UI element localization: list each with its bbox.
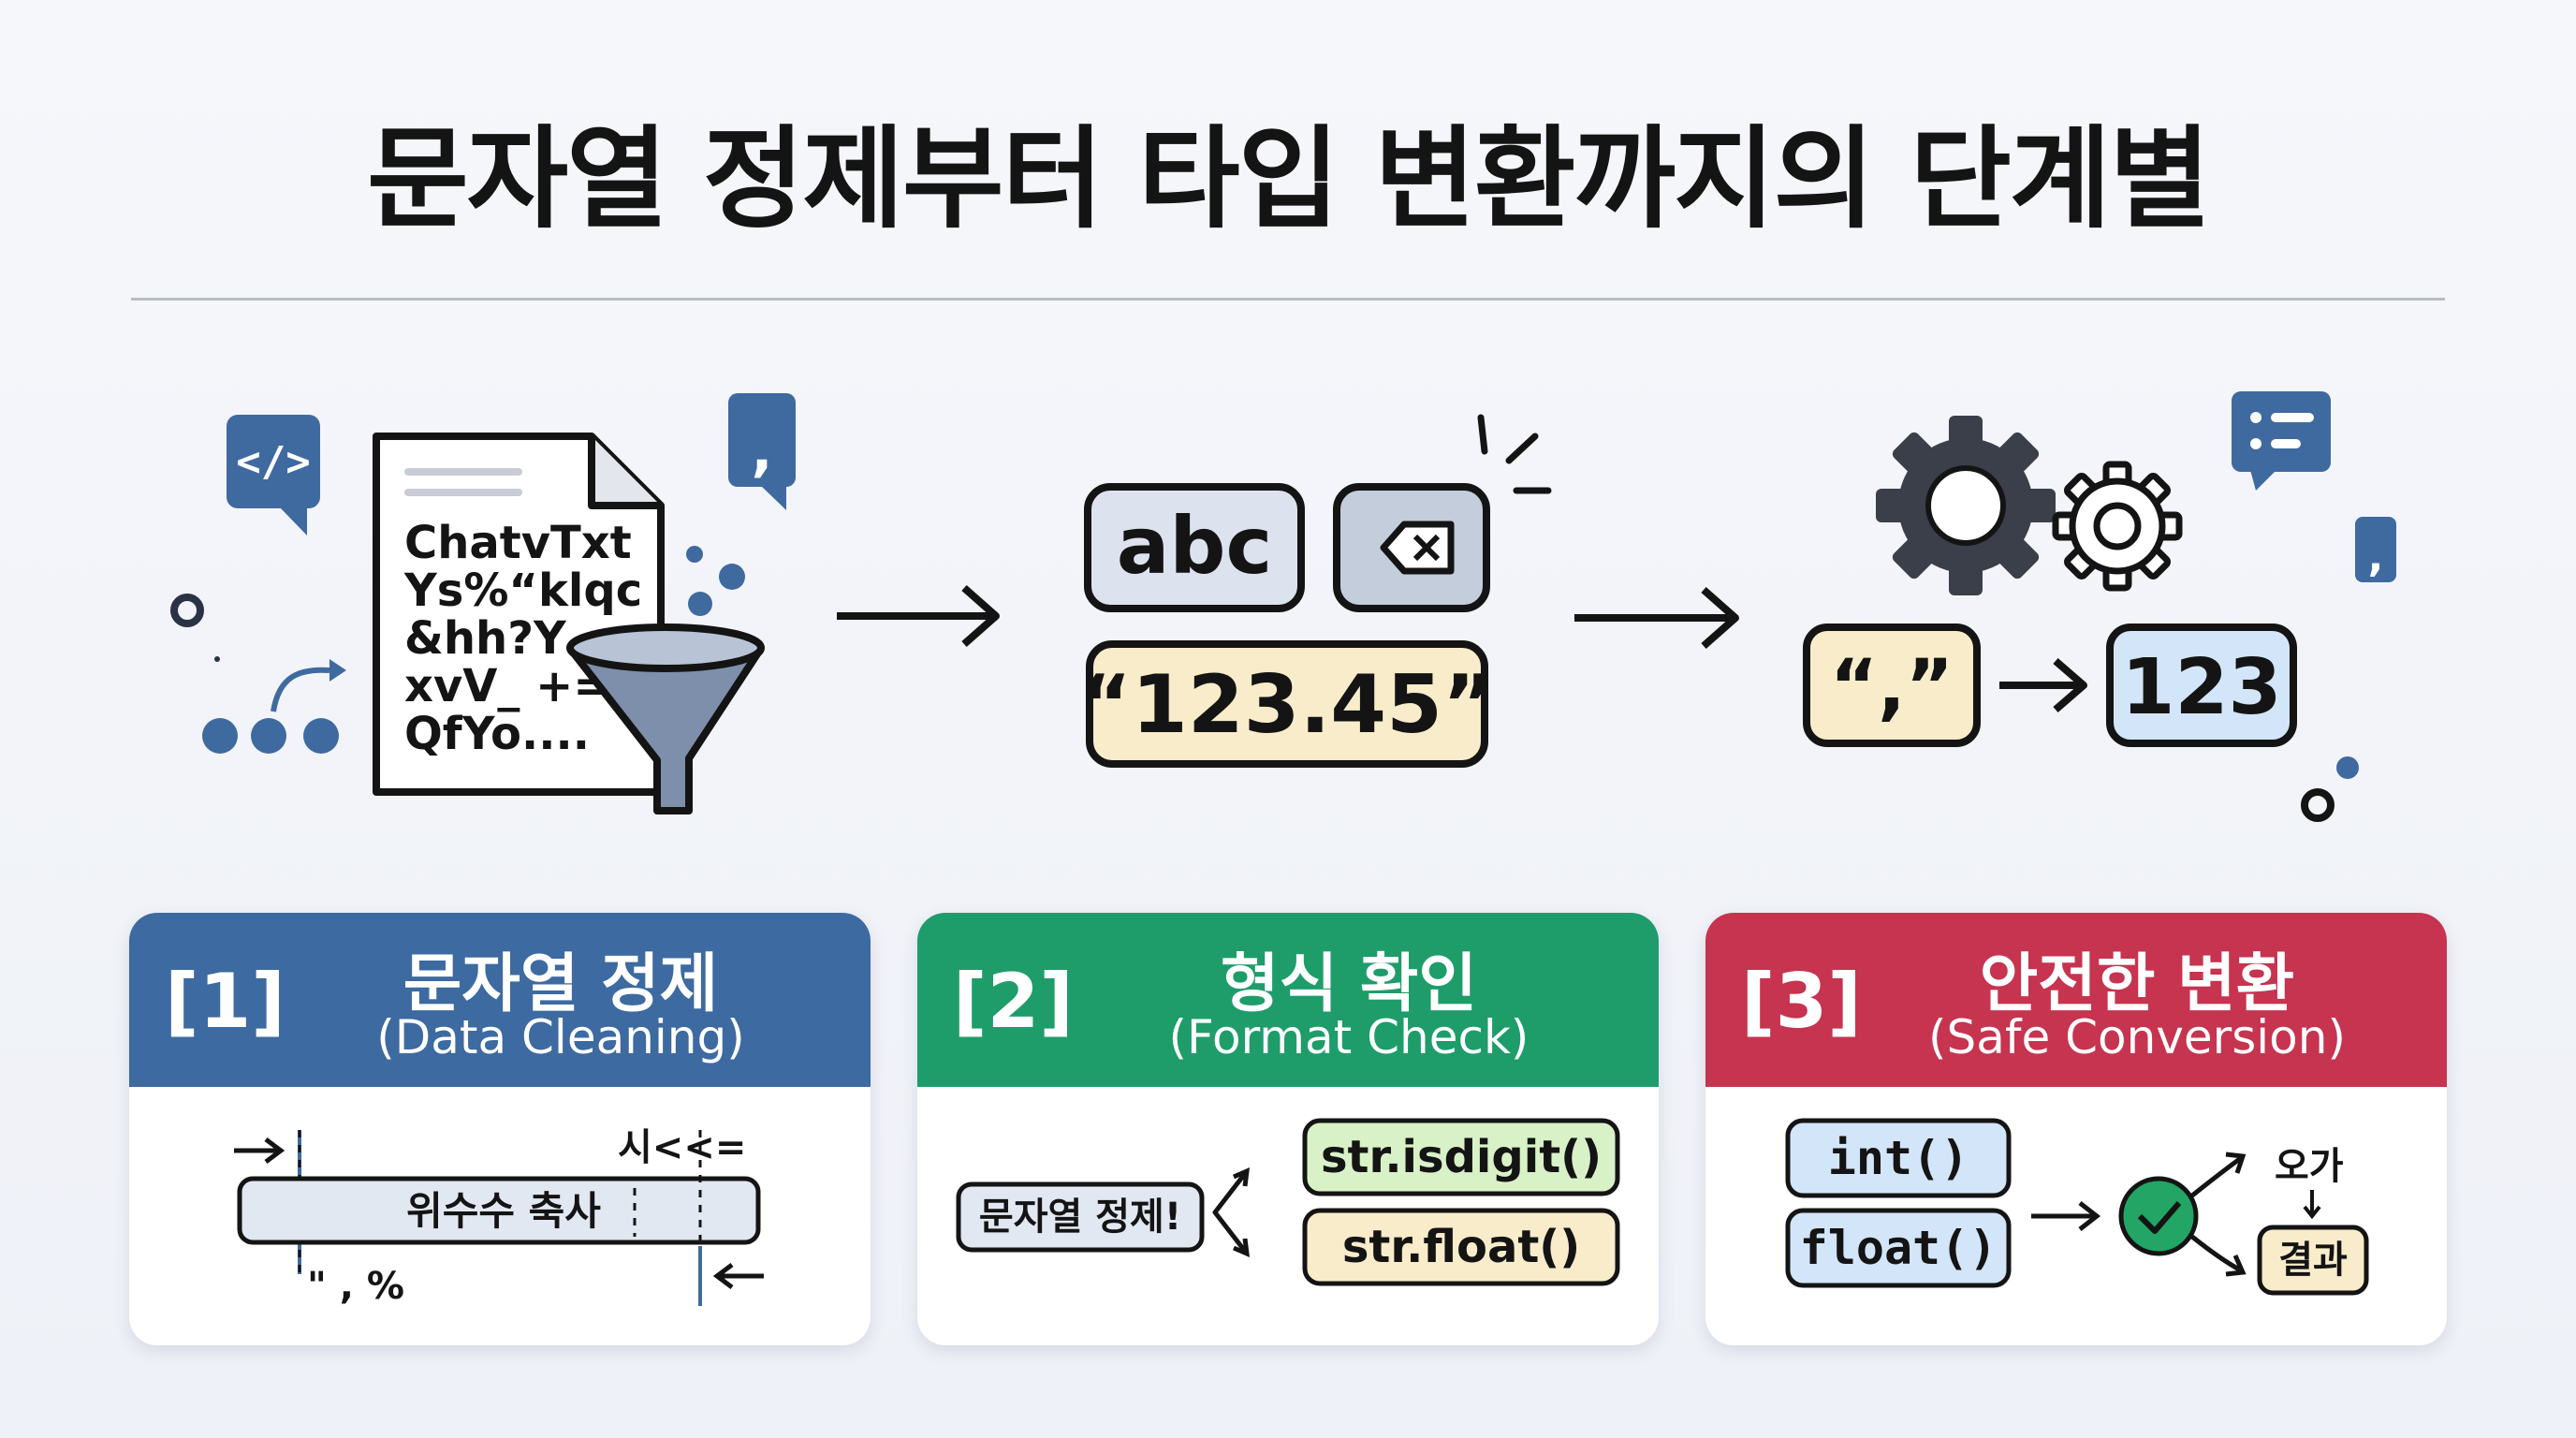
step-number: [3] bbox=[1741, 958, 1862, 1045]
step-number: [2] bbox=[953, 958, 1074, 1045]
float-function-box bbox=[1785, 1208, 2012, 1288]
document-line: ChatvTxt bbox=[404, 517, 632, 569]
step-number: [1] bbox=[165, 958, 285, 1045]
number-string-text: “123.45” bbox=[1079, 658, 1496, 752]
document-line: QfYo.... bbox=[404, 708, 590, 760]
top-label: 시<<= bbox=[618, 1126, 746, 1169]
small-dot bbox=[214, 656, 220, 662]
format-check-diagram: 문자열 정제! str.isdigit() str.float() bbox=[956, 1118, 1620, 1286]
string-bar bbox=[237, 1176, 761, 1245]
funnel-icon bbox=[566, 624, 765, 814]
messy-document-icon: ChatvTxt Ys%“klqc &hh?Y xvV_ += QfYo.... bbox=[373, 433, 665, 796]
arrow-down-right-icon bbox=[2190, 1235, 2243, 1273]
page-title: 문자열 정제부터 타입 변환까지의 단계별 bbox=[367, 114, 2211, 243]
top-illustration: </> , ChatvTxt Ys%“klqc &hh? bbox=[170, 391, 2396, 822]
safe-conversion-diagram: int() float() 오가 결과 bbox=[1785, 1118, 2369, 1296]
step-card-header: [2] 형식 확인 (Format Check) bbox=[917, 913, 1659, 1087]
step-card-body: int() float() 오가 결과 bbox=[1705, 1087, 2447, 1345]
ring-dot bbox=[2301, 788, 2334, 822]
branch-arrow-icon bbox=[1233, 1238, 1251, 1258]
branch-arrow-icon bbox=[1233, 1167, 1251, 1187]
step-title: 형식 확인 bbox=[1221, 947, 1477, 1021]
arrow-up-right-icon bbox=[2190, 1155, 2243, 1197]
document-line: xvV_ += bbox=[404, 660, 611, 712]
cleaning-diagram: 시<<= 위수수 축사 " , % bbox=[234, 1126, 764, 1308]
bubble-dot bbox=[719, 564, 745, 590]
float-option-label: str.float() bbox=[1342, 1221, 1580, 1273]
isdigit-option-label: str.isdigit() bbox=[1321, 1131, 1602, 1183]
arrow-right-icon bbox=[264, 1137, 285, 1164]
document-line: &hh?Y bbox=[404, 612, 567, 665]
step-subtitle: (Data Cleaning) bbox=[376, 1010, 745, 1064]
branch-arrow-icon bbox=[1212, 1169, 1249, 1255]
backspace-key-icon bbox=[1333, 483, 1490, 612]
step-card-format-check: [2] 형식 확인 (Format Check) 문자열 정제! str.isd… bbox=[917, 913, 1659, 1345]
error-label: 오가 bbox=[2275, 1145, 2344, 1188]
bottom-label: " , % bbox=[307, 1265, 404, 1308]
comma-bubble-icon: , bbox=[728, 393, 796, 510]
input-string-label: 문자열 정제! bbox=[979, 1196, 1181, 1239]
code-bubble-text: </> bbox=[236, 438, 310, 486]
result-box bbox=[2257, 1225, 2369, 1296]
result-number-text: 123 bbox=[2121, 643, 2281, 732]
float-option-box bbox=[1302, 1208, 1620, 1286]
step-card-header: [3] 안전한 변환 (Safe Conversion) bbox=[1705, 913, 2447, 1087]
connected-dots-icon bbox=[202, 659, 346, 754]
comma-bubble-text: , bbox=[752, 418, 773, 484]
gear-icon bbox=[1876, 416, 2056, 595]
ring-dot bbox=[170, 594, 204, 627]
arrow-right-icon bbox=[837, 585, 1000, 647]
step-card-safe-conversion: [3] 안전한 변환 (Safe Conversion) int() float… bbox=[1705, 913, 2447, 1345]
bubble-dot bbox=[688, 592, 712, 616]
comma-bubble-text: , bbox=[2368, 534, 2384, 581]
abc-label: abc bbox=[1117, 500, 1273, 592]
step-card-data-cleaning: [1] 문자열 정제 (Data Cleaning) 시<<= 위수수 축사 "… bbox=[129, 913, 871, 1345]
arrow-up-right-icon bbox=[2225, 1152, 2247, 1174]
bubble-dot bbox=[2336, 756, 2359, 779]
arrow-left-icon bbox=[712, 1263, 734, 1289]
arrow-right-icon bbox=[1999, 657, 2087, 713]
step-subtitle: (Safe Conversion) bbox=[1928, 1010, 2346, 1064]
document-line: Ys%“klqc bbox=[403, 565, 642, 617]
int-function-label: int() bbox=[1828, 1131, 1969, 1185]
isdigit-option-box bbox=[1302, 1118, 1620, 1196]
input-string-box bbox=[956, 1181, 1205, 1253]
result-label: 결과 bbox=[2278, 1239, 2348, 1282]
check-circle-icon bbox=[2118, 1176, 2199, 1256]
code-bubble-icon: </> bbox=[227, 415, 320, 536]
step-card-body: 시<<= 위수수 축사 " , % bbox=[129, 1087, 871, 1345]
int-function-box bbox=[1785, 1118, 2012, 1198]
step-subtitle: (Format Check) bbox=[1168, 1010, 1530, 1064]
number-string-box: “123.45” bbox=[1079, 640, 1496, 768]
arrow-down-icon bbox=[2303, 1205, 2321, 1220]
arrow-down-right-icon bbox=[2225, 1254, 2247, 1277]
arrow-right-icon bbox=[1574, 587, 1739, 649]
chat-bubble-icon bbox=[2232, 391, 2331, 491]
arrow-right-icon bbox=[2078, 1201, 2101, 1231]
step-title: 안전한 변환 bbox=[1979, 947, 2295, 1021]
step-card-body: 문자열 정제! str.isdigit() str.float() bbox=[917, 1087, 1659, 1345]
title-divider bbox=[131, 298, 2445, 301]
spark-lines-icon bbox=[1477, 414, 1552, 494]
result-number-box: 123 bbox=[2106, 624, 2297, 747]
gear-icon bbox=[2052, 461, 2183, 592]
bubble-dot bbox=[686, 546, 703, 563]
step-title: 문자열 정제 bbox=[402, 947, 719, 1021]
step-card-header: [1] 문자열 정제 (Data Cleaning) bbox=[129, 913, 871, 1087]
float-function-label: float() bbox=[1800, 1221, 1998, 1275]
comma-string-text: “,” bbox=[1830, 645, 1954, 729]
abc-box: abc bbox=[1084, 483, 1305, 612]
comma-string-box: “,” bbox=[1803, 624, 1981, 747]
comma-bubble-icon: , bbox=[2355, 517, 2396, 582]
string-bar-label: 위수수 축사 bbox=[406, 1188, 601, 1234]
